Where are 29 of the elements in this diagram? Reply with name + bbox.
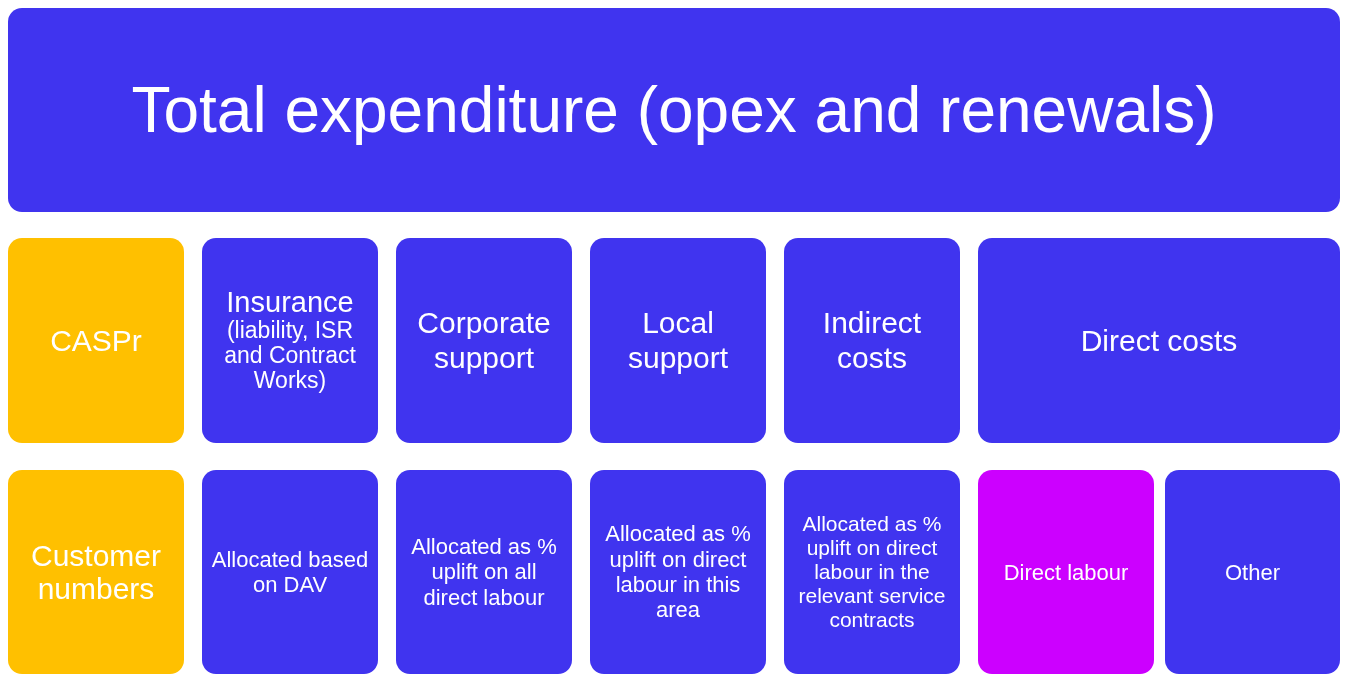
category-box xyxy=(784,238,960,443)
category-box xyxy=(978,470,1154,674)
box-subtext: (liability, ISR and Contract Works) xyxy=(223,317,357,394)
category-box xyxy=(396,470,572,674)
category-box xyxy=(590,238,766,443)
box-label: Direct costs xyxy=(1080,323,1238,359)
category-box xyxy=(202,238,378,443)
box-label: Allocated as % uplift on all direct labour xyxy=(410,534,558,610)
box-label: Insurance xyxy=(226,287,354,318)
box-label: Allocated as % uplift on direct labour in this area xyxy=(604,521,752,623)
category-box xyxy=(1165,470,1340,674)
box-label: Direct labour xyxy=(1003,558,1129,587)
box-label: Corporate support xyxy=(416,306,552,375)
category-box xyxy=(202,470,378,674)
box-label: CASPr xyxy=(50,323,142,359)
box-label: Customer numbers xyxy=(29,539,162,605)
category-box xyxy=(590,470,766,674)
category-box xyxy=(8,8,1340,212)
category-box xyxy=(784,470,960,674)
box-label: Total expenditure (opex and renewals) xyxy=(131,73,1217,148)
box-label: Allocated based on DAV xyxy=(210,546,370,598)
box-label: Local support xyxy=(626,306,730,375)
category-box xyxy=(8,470,184,674)
box-label: Indirect costs xyxy=(821,306,923,375)
category-box xyxy=(978,238,1340,443)
category-box xyxy=(396,238,572,443)
box-label: Allocated as % uplift on direct labour in the relevant service contracts xyxy=(797,511,947,633)
box-label: Other xyxy=(1225,558,1280,587)
category-box xyxy=(8,238,184,443)
